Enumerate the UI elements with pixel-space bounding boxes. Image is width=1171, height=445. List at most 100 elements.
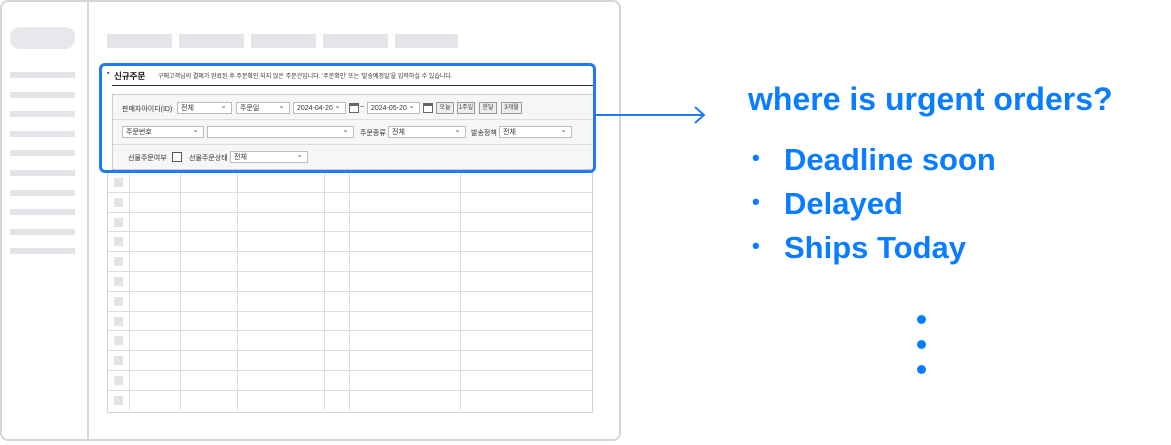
filter-box: 판매자아이디(ID) 전체 주문일 2024-04-20 ~ 2024-05-2… [112, 94, 593, 170]
row-checkbox[interactable] [114, 217, 123, 227]
column-divider [460, 232, 461, 252]
column-divider [180, 291, 181, 311]
date-from-input[interactable]: 2024-04-20 [293, 100, 346, 114]
order-table [107, 172, 593, 413]
column-divider [180, 192, 181, 212]
column-divider [129, 291, 130, 311]
column-divider [180, 173, 181, 192]
table-row [108, 290, 592, 311]
panel-title: 신규주문 [114, 71, 146, 81]
three-months-button[interactable]: 3개월 [501, 102, 522, 114]
row-checkbox[interactable] [114, 296, 123, 306]
ellipsis-dot-icon [917, 365, 926, 374]
one-week-button[interactable]: 1주일 [457, 102, 475, 114]
row-checkbox[interactable] [114, 257, 123, 267]
column-divider [180, 311, 181, 331]
one-month-button[interactable]: 한달 [479, 102, 497, 114]
divider [112, 85, 593, 86]
column-divider [129, 351, 130, 371]
shipping-policy-select[interactable]: 전체 [499, 124, 572, 138]
column-divider [237, 331, 238, 351]
column-divider [460, 252, 461, 272]
column-divider [349, 331, 350, 351]
sidebar-item-placeholder[interactable] [10, 72, 75, 78]
row-checkbox[interactable] [114, 356, 123, 366]
tab-placeholder[interactable] [395, 34, 458, 48]
tab-placeholder[interactable] [323, 34, 388, 48]
row-checkbox[interactable] [114, 237, 123, 247]
column-divider [129, 252, 130, 272]
callout-bullet: Delayed [784, 186, 903, 221]
date-type-select[interactable]: 주문일 [236, 100, 290, 114]
sidebar-item-placeholder[interactable] [10, 189, 75, 196]
column-divider [129, 232, 130, 252]
row-checkbox[interactable] [114, 336, 123, 346]
column-divider [460, 390, 461, 410]
column-divider [237, 272, 238, 291]
bullet-icon: • [752, 145, 760, 170]
calendar-icon[interactable] [423, 103, 433, 113]
tab-placeholder[interactable] [179, 34, 244, 48]
column-divider [349, 390, 350, 410]
sidebar-logo-placeholder [10, 27, 75, 49]
row-checkbox[interactable] [114, 395, 123, 405]
sidebar-item-placeholder[interactable] [10, 91, 75, 98]
column-divider [349, 311, 350, 331]
column-divider [324, 192, 325, 212]
column-divider [349, 173, 350, 192]
gift-order-checkbox[interactable] [172, 152, 182, 162]
column-divider [460, 371, 461, 390]
gift-status-select[interactable]: 전체 [230, 149, 308, 163]
column-divider [349, 252, 350, 272]
table-row [108, 172, 592, 192]
sidebar-item-placeholder[interactable] [10, 111, 75, 118]
table-row [108, 191, 592, 212]
column-divider [460, 351, 461, 371]
search-input[interactable] [207, 124, 354, 138]
order-type-select[interactable]: 전체 [388, 124, 466, 138]
sidebar-item-placeholder[interactable] [10, 130, 75, 137]
column-divider [180, 212, 181, 232]
column-divider [180, 331, 181, 351]
column-divider [237, 232, 238, 252]
callout-bullet: Ships Today [784, 230, 967, 265]
column-divider [460, 291, 461, 311]
sidebar-item-placeholder[interactable] [10, 248, 75, 255]
date-to-input[interactable]: 2024-05-20 [367, 100, 420, 114]
sidebar-item-placeholder[interactable] [10, 170, 75, 176]
sidebar-item-placeholder[interactable] [10, 228, 75, 235]
tab-placeholder[interactable] [107, 34, 172, 48]
seller-id-select[interactable]: 전체 [177, 100, 232, 114]
search-field-select[interactable]: 주문번호 [122, 124, 204, 138]
column-divider [180, 390, 181, 410]
column-divider [324, 291, 325, 311]
column-divider [129, 272, 130, 291]
row-checkbox[interactable] [114, 277, 123, 286]
sidebar-item-placeholder[interactable] [10, 209, 75, 216]
row-checkbox[interactable] [114, 316, 123, 326]
sidebar-item-placeholder[interactable] [10, 150, 75, 157]
table-row [108, 310, 592, 331]
today-button[interactable]: 오늘 [436, 102, 454, 114]
column-divider [460, 272, 461, 291]
row-checkbox[interactable] [114, 197, 123, 207]
column-divider [324, 272, 325, 291]
column-divider [129, 212, 130, 232]
ellipsis-dot-icon [917, 340, 926, 349]
column-divider [324, 232, 325, 252]
app-window-mockup [0, 0, 621, 441]
table-row [108, 350, 592, 371]
calendar-icon[interactable] [349, 103, 359, 113]
table-row [108, 211, 592, 232]
row-checkbox[interactable] [114, 178, 123, 187]
column-divider [129, 390, 130, 410]
column-divider [324, 371, 325, 390]
order-type-label: 주문종류 [360, 130, 386, 137]
column-divider [324, 212, 325, 232]
gift-status-label: 선물주문상태 [189, 155, 228, 162]
row-checkbox[interactable] [114, 376, 123, 385]
tab-placeholder[interactable] [251, 34, 316, 48]
column-divider [129, 173, 130, 192]
bullet-icon: ▪ [107, 70, 110, 77]
table-row [108, 389, 592, 410]
